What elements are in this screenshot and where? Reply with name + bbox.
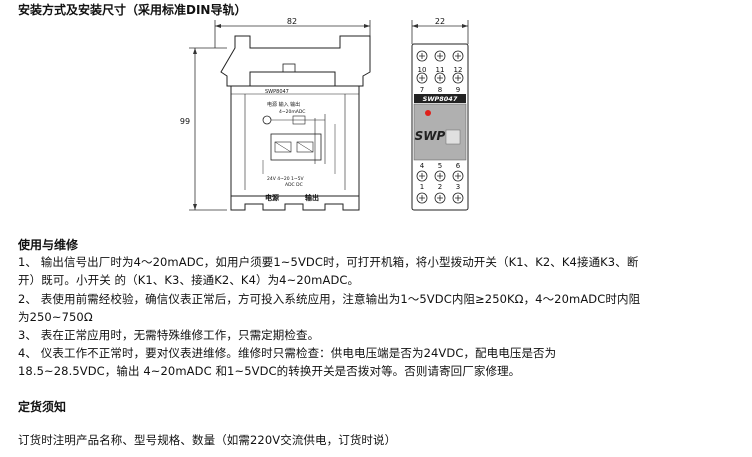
usage-line-7: 18.5~28.5VDC，输出 4~20mADC 和1~5VDC的转换开关是否拨… <box>18 364 521 378</box>
usage-line-4: 为250~750Ω <box>18 310 93 324</box>
ordering-heading: 定货须知 <box>18 400 67 414</box>
terminal-2: 2 <box>438 183 442 191</box>
left-inner-text-2: 4~20mADC <box>279 109 305 115</box>
usage-line-3: 2、 表使用前需经校验，确信仪表正常后，方可投入系统应用，注意输出为1～5VDC… <box>18 292 641 306</box>
terminal-10: 10 <box>418 66 427 74</box>
usage-line-6: 4、 仪表工作不正常时，要对仪表进维修。维修时只需检查：供电电压端是否为24VD… <box>18 346 557 360</box>
left-model-label: SWP8047 <box>265 89 289 95</box>
brand-logo: SWP <box>415 129 446 143</box>
right-model-label: SWP8047 <box>423 95 458 103</box>
left-bottom-label-right: 输出 <box>305 193 319 202</box>
ordering-text: 订货时注明产品名称、型号规格、数量（如需220V交流供电，订货时说） <box>18 433 397 447</box>
terminal-8: 8 <box>438 86 442 94</box>
terminal-9: 9 <box>456 86 460 94</box>
usage-heading: 使用与维修 <box>18 238 79 252</box>
bottom-screw-row <box>416 192 464 204</box>
usage-line-1: 1、 输出信号出厂时为4～20mADC，如用户须要1~5VDC时，可打开机箱，将… <box>18 255 639 269</box>
usage-line-2: 开）既可。小开关 的（K1、K3、接通K2、K4）为4~20mADC。 <box>18 273 360 287</box>
left-bottom-text-2: ADC DC <box>285 182 303 188</box>
width-dimension-left: 82 <box>287 17 297 26</box>
terminal-12: 12 <box>454 66 463 74</box>
status-led <box>425 110 431 116</box>
left-inner-text-1: 电源 输入 输出 <box>267 101 300 108</box>
terminal-4: 4 <box>420 162 425 170</box>
second-screw-row <box>416 72 464 84</box>
terminal-6: 6 <box>456 162 461 170</box>
width-dimension-right: 22 <box>435 17 445 26</box>
terminal-11: 11 <box>436 66 445 74</box>
left-bottom-text-1: 24V 4~20 1~5V <box>267 176 305 182</box>
terminal-7: 7 <box>420 86 424 94</box>
terminal-3: 3 <box>456 183 460 191</box>
side-view-diagram: 22 10 11 12 7 8 9 SWP8047 SWP 4 5 6 1 <box>411 17 469 211</box>
front-view-diagram: 82 99 SWP8047 电源 输入 输出 4~20mADC 24V 4~20… <box>180 17 371 211</box>
terminal-1: 1 <box>420 183 424 191</box>
third-screw-row <box>416 170 464 182</box>
usage-line-5: 3、 表在正常应用时，无需特殊维修工作，只需定期检查。 <box>18 328 320 342</box>
terminal-5: 5 <box>438 162 442 170</box>
left-bottom-label-left: 电源 <box>265 193 279 202</box>
page-title: 安装方式及安装尺寸（采用标准DIN导轨） <box>18 3 247 17</box>
height-dimension: 99 <box>180 117 190 126</box>
top-screw-row <box>416 50 464 62</box>
